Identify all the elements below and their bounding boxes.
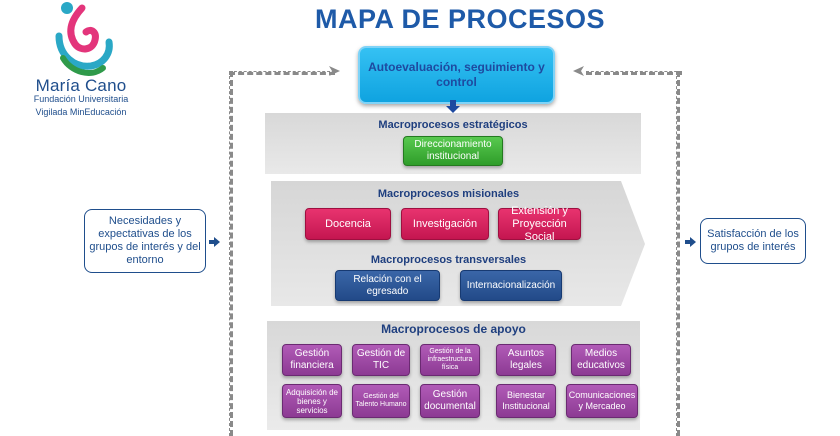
box-extension-proyeccion-social: Extensión y Proyección Social bbox=[498, 205, 581, 243]
label-estrategicos: Macroprocesos estratégicos bbox=[378, 119, 528, 131]
box-gestion-tic: Gestión de TIC bbox=[352, 344, 410, 376]
page-title: MAPA DE PROCESOS bbox=[314, 4, 606, 34]
arrow-left-in-icon bbox=[209, 237, 220, 247]
logo-vigilada: Vigilada MinEducación bbox=[35, 107, 127, 117]
label-apoyo: Macroprocesos de apoyo bbox=[381, 322, 526, 336]
arrow-into-top-right-icon bbox=[573, 66, 584, 76]
box-talento-humano: Gestión del Talento Humano bbox=[352, 384, 410, 418]
feedback-frame-top-left bbox=[229, 71, 335, 75]
logo: María Cano Fundación Universitaria Vigil… bbox=[0, 0, 160, 125]
feedback-frame-left bbox=[229, 71, 233, 436]
box-gestion-documental: Gestión documental bbox=[420, 384, 480, 418]
arrow-into-top-left-icon bbox=[329, 66, 340, 76]
box-direccionamiento-institucional: Direccionamiento institucional bbox=[403, 136, 503, 166]
arrow-right-out-icon bbox=[685, 237, 696, 247]
logo-subtitle: Fundación Universitaria bbox=[33, 94, 129, 104]
box-gestion-infraestructura: Gestión de la infraestructura física bbox=[420, 344, 480, 376]
label-misionales: Macroprocesos misionales bbox=[377, 188, 520, 200]
logo-emblem bbox=[55, 2, 113, 76]
box-internacionalizacion: Internacionalización bbox=[460, 270, 562, 301]
box-bienestar-institucional: Bienestar Institucional bbox=[496, 384, 556, 418]
box-medios-educativos: Medios educativos bbox=[571, 344, 631, 376]
feedback-frame-right bbox=[676, 71, 680, 436]
feedback-frame-top-right bbox=[586, 71, 682, 75]
logo-name: María Cano bbox=[35, 76, 127, 95]
autoevaluacion-box: Autoevaluación, seguimiento y control bbox=[358, 46, 555, 104]
box-satisfaccion-grupos: Satisfacción de los grupos de interés bbox=[700, 218, 806, 264]
box-adquisicion-bienes: Adquisición de bienes y servicios bbox=[282, 384, 342, 418]
box-docencia: Docencia bbox=[305, 208, 391, 240]
box-comunicaciones-mercadeo: Comunicaciones y Mercadeo bbox=[566, 384, 638, 418]
arrow-down-icon bbox=[446, 100, 460, 113]
label-transversales: Macroprocesos transversales bbox=[370, 254, 527, 266]
box-asuntos-legales: Asuntos legales bbox=[496, 344, 556, 376]
box-investigacion: Investigación bbox=[401, 208, 489, 240]
box-gestion-financiera: Gestión financiera bbox=[282, 344, 342, 376]
box-necesidades-expectativas: Necesidades y expectativas de los grupos… bbox=[84, 209, 206, 273]
box-relacion-egresado: Relación con el egresado bbox=[335, 270, 440, 301]
